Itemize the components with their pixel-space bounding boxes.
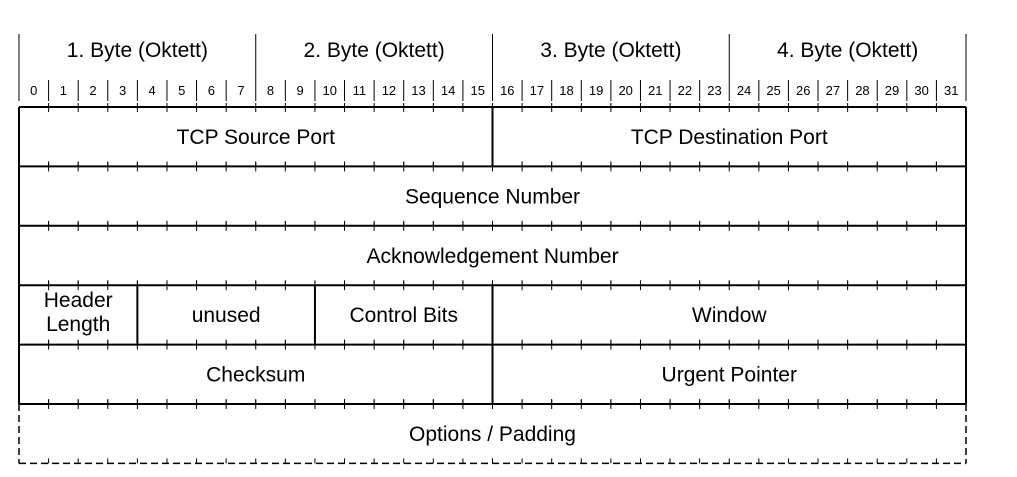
byte-label-1: 1. Byte (Oktett) <box>67 39 208 62</box>
bit-number-1: 1 <box>60 83 67 98</box>
bit-number-31: 31 <box>944 83 958 98</box>
field-unused: unused <box>192 304 261 327</box>
field-line: Length <box>46 313 110 336</box>
bit-number-5: 5 <box>178 83 185 98</box>
byte-label-3: 3. Byte (Oktett) <box>540 39 681 62</box>
bit-number-4: 4 <box>149 83 156 98</box>
bit-number-8: 8 <box>267 83 274 98</box>
bit-number-27: 27 <box>826 83 840 98</box>
bit-number-22: 22 <box>678 83 692 98</box>
bit-number-23: 23 <box>707 83 721 98</box>
bit-number-20: 20 <box>618 83 632 98</box>
field-tcp-source-port: TCP Source Port <box>177 126 336 149</box>
bit-number-19: 19 <box>589 83 603 98</box>
bit-number-17: 17 <box>530 83 544 98</box>
bit-number-7: 7 <box>237 83 244 98</box>
bit-number-0: 0 <box>30 83 37 98</box>
bit-number-9: 9 <box>297 83 304 98</box>
bit-number-26: 26 <box>796 83 810 98</box>
bit-number-6: 6 <box>208 83 215 98</box>
bit-number-16: 16 <box>500 83 514 98</box>
bit-number-25: 25 <box>766 83 780 98</box>
bit-number-2: 2 <box>89 83 96 98</box>
bit-number-12: 12 <box>382 83 396 98</box>
bit-number-30: 30 <box>914 83 928 98</box>
bit-number-10: 10 <box>323 83 337 98</box>
bit-number-24: 24 <box>737 83 751 98</box>
byte-label-2: 2. Byte (Oktett) <box>304 39 445 62</box>
field-window: Window <box>692 304 768 327</box>
bit-number-28: 28 <box>855 83 869 98</box>
byte-label-4: 4. Byte (Oktett) <box>777 39 918 62</box>
bit-number-18: 18 <box>559 83 573 98</box>
bit-number-3: 3 <box>119 83 126 98</box>
bit-number-13: 13 <box>411 83 425 98</box>
field-line: Header <box>44 289 113 312</box>
field-urgent-pointer: Urgent Pointer <box>662 364 797 387</box>
bit-number-14: 14 <box>441 83 455 98</box>
field-control-bits: Control Bits <box>349 304 458 327</box>
bit-number-15: 15 <box>470 83 484 98</box>
field-checksum: Checksum <box>206 364 305 387</box>
field-tcp-destination-port: TCP Destination Port <box>631 126 828 149</box>
field-acknowledgement-number: Acknowledgement Number <box>366 245 618 268</box>
field-sequence-number: Sequence Number <box>405 185 580 208</box>
bit-number-11: 11 <box>353 83 367 98</box>
bit-number-21: 21 <box>648 83 662 98</box>
bit-number-29: 29 <box>885 83 899 98</box>
field-options-padding: Options / Padding <box>409 423 576 446</box>
